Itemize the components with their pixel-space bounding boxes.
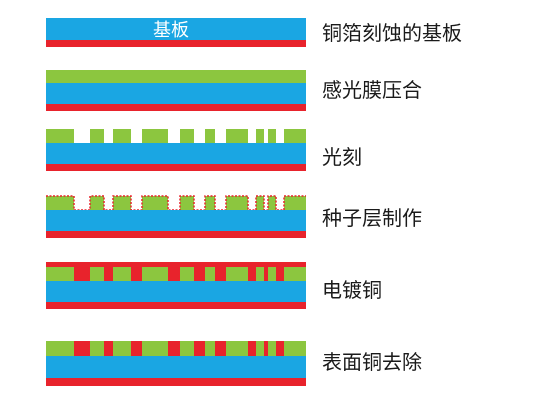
copper-fill	[276, 267, 284, 281]
photoresist-block	[90, 267, 104, 281]
step-label-photolithography: 光刻	[322, 145, 362, 169]
photoresist-block	[256, 196, 264, 210]
seed-layer-outline	[46, 195, 306, 211]
substrate-layer	[46, 143, 306, 164]
photoresist-block	[284, 196, 306, 210]
step-4-seed-layer-stack	[46, 195, 306, 238]
copper-fill	[194, 267, 205, 281]
copper-fill	[74, 341, 90, 356]
copper-fill	[248, 267, 256, 281]
copper-layer-bottom	[46, 231, 306, 238]
photoresist-block	[46, 196, 74, 210]
copper-layer-bottom	[46, 40, 306, 47]
step-6-surface-copper-removal-stack	[46, 341, 306, 386]
copper-fill	[194, 341, 205, 356]
copper-layer-bottom	[46, 378, 306, 386]
copper-fill	[248, 341, 256, 356]
copper-fill	[276, 341, 284, 356]
photoresist-block	[90, 129, 104, 143]
step-label-seed-layer: 种子层制作	[322, 206, 422, 230]
copper-fill	[215, 341, 226, 356]
copper-layer-bottom	[46, 104, 306, 111]
step-1-substrate-stack: 基板	[46, 18, 306, 47]
photoresist-block	[268, 129, 276, 143]
photoresist-block	[142, 341, 168, 356]
copper-plating-top	[46, 262, 306, 267]
photoresist-block	[180, 196, 194, 210]
copper-fill	[131, 267, 142, 281]
photoresist-block	[180, 129, 194, 143]
copper-layer-bottom	[46, 302, 306, 309]
photoresist-block	[90, 196, 104, 210]
photoresist-block	[205, 341, 215, 356]
copper-fill	[168, 267, 180, 281]
photoresist-block	[205, 267, 215, 281]
substrate-layer	[46, 356, 306, 378]
copper-fill	[264, 267, 268, 281]
step-5-electroplating-stack	[46, 262, 306, 309]
copper-fill	[74, 267, 90, 281]
photoresist-block	[205, 129, 215, 143]
photoresist-block	[142, 196, 168, 210]
photoresist-layer	[46, 70, 306, 83]
photoresist-block	[113, 267, 131, 281]
photoresist-block	[226, 341, 248, 356]
substrate-layer	[46, 281, 306, 302]
photoresist-block	[284, 129, 306, 143]
photoresist-block	[268, 267, 276, 281]
substrate-label: 基板	[153, 20, 189, 41]
photoresist-block	[268, 341, 276, 356]
photoresist-block	[284, 341, 306, 356]
photoresist-block	[256, 129, 264, 143]
substrate-layer	[46, 210, 306, 231]
copper-fill	[215, 267, 226, 281]
step-label-film-lamination: 感光膜压合	[322, 78, 422, 102]
copper-fill	[104, 341, 113, 356]
photoresist-block	[268, 196, 276, 210]
copper-fill	[264, 341, 268, 356]
copper-fill	[168, 341, 180, 356]
copper-fill	[131, 341, 142, 356]
photoresist-block	[226, 129, 248, 143]
step-3-photolithography-stack	[46, 129, 306, 171]
photoresist-block	[180, 341, 194, 356]
photoresist-block	[113, 196, 131, 210]
substrate-layer	[46, 83, 306, 104]
photoresist-block	[46, 341, 74, 356]
photoresist-block	[205, 196, 215, 210]
copper-fill	[104, 267, 113, 281]
photoresist-block	[226, 196, 248, 210]
photoresist-block	[142, 267, 168, 281]
step-2-film-lamination-stack	[46, 70, 306, 111]
substrate-layer	[46, 18, 306, 40]
photoresist-block	[90, 341, 104, 356]
copper-layer-bottom	[46, 164, 306, 171]
photoresist-block	[46, 267, 74, 281]
photoresist-block	[256, 341, 264, 356]
photoresist-block	[180, 267, 194, 281]
photoresist-block	[256, 267, 264, 281]
photoresist-block	[284, 267, 306, 281]
step-label-surface-copper-removal: 表面铜去除	[322, 350, 422, 374]
step-label-substrate: 铜箔刻蚀的基板	[322, 21, 462, 45]
step-label-electroplating: 电镀铜	[322, 278, 382, 302]
photoresist-block	[46, 129, 74, 143]
photoresist-block	[113, 341, 131, 356]
photoresist-block	[142, 129, 168, 143]
photoresist-block	[113, 129, 131, 143]
photoresist-block	[226, 267, 248, 281]
